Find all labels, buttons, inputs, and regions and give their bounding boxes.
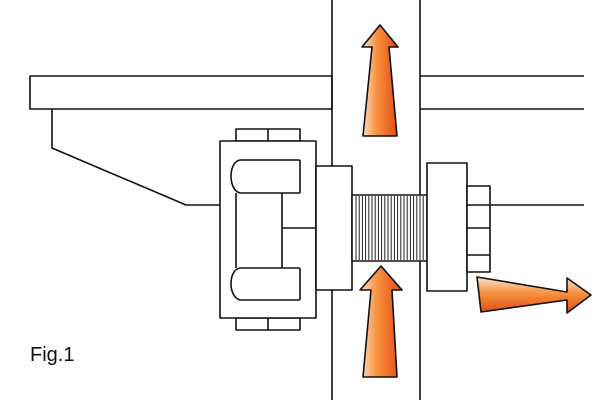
beam-right <box>420 75 584 110</box>
arrow-up-top <box>361 24 399 137</box>
threaded-rod <box>351 194 428 262</box>
nut-washer <box>426 162 468 292</box>
figure-label: Fig.1 <box>30 344 75 366</box>
horizontal-beam <box>29 75 333 206</box>
arrow-up-bottom <box>359 265 403 378</box>
bolt-head <box>219 128 317 331</box>
bolt-washer <box>315 165 353 291</box>
arrow-right <box>476 276 592 314</box>
nut <box>466 185 491 273</box>
